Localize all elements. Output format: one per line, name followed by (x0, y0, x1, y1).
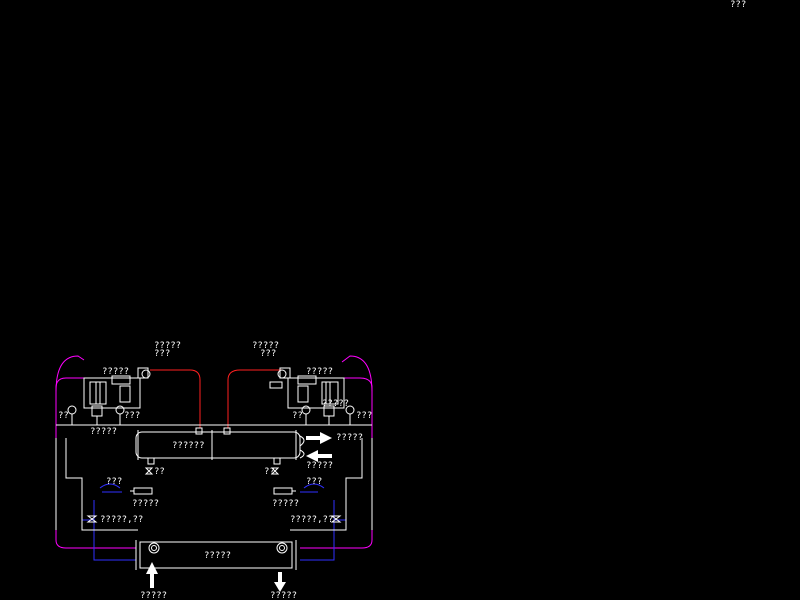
left-gauge-label-a: ?? (58, 411, 69, 421)
left-expansion-valve (86, 515, 98, 523)
right-dryer-label: ????? (272, 499, 299, 509)
water-out-lower-label: ????? (270, 591, 297, 600)
water-in-arrow-lower (146, 562, 158, 588)
liquid-connect-right (303, 483, 346, 521)
liquid-line-right (300, 491, 335, 561)
right-valve-label: ?? (264, 467, 275, 477)
water-in-arrow-upper (306, 450, 332, 462)
right-comp-label-a: ????? (252, 341, 279, 351)
right-gauge-label-b: ??? (356, 411, 372, 421)
discharge-line-right (227, 369, 282, 428)
right-filter-label: ????? (322, 399, 349, 409)
right-comp-label-b: ??? (260, 349, 276, 359)
water-out-upper-label: ????? (336, 433, 363, 443)
water-out-arrow-upper (306, 432, 332, 444)
evaporator-shell (135, 540, 297, 570)
left-valve-label: ?? (154, 467, 165, 477)
left-comp-label-a: ????? (154, 341, 181, 351)
condenser-label: ?????? (172, 441, 205, 451)
water-in-upper-label: ????? (306, 461, 333, 471)
condenser-shell (135, 427, 305, 465)
left-filter-label: ????? (90, 427, 117, 437)
evaporator-label: ????? (204, 551, 231, 561)
right-compressor (269, 367, 345, 409)
title-tag: ??? (730, 0, 747, 10)
suction-top-right (341, 355, 373, 393)
left-comp-label-b: ??? (154, 349, 170, 359)
left-filter-dryer (133, 487, 153, 495)
right-expansion-valve (330, 515, 342, 523)
flow-arrows (146, 432, 332, 592)
left-gauge-label-b: ??? (124, 411, 140, 421)
water-in-lower-label: ????? (140, 591, 167, 600)
suction-top-left (55, 355, 85, 393)
right-expansion-label: ?????,?? (290, 515, 333, 525)
right-comp-name: ????? (306, 367, 333, 377)
left-sight-label: ??? (106, 477, 122, 487)
left-pressure-gauge-a (67, 405, 77, 415)
liquid-line-left (93, 491, 136, 561)
right-filter-dryer (273, 487, 293, 495)
right-pressure-gauge-a (301, 405, 311, 415)
left-pressure-gauge-b (115, 405, 125, 415)
liquid-connect-left (82, 483, 121, 521)
left-comp-name: ????? (102, 367, 129, 377)
left-dryer-label: ????? (132, 499, 159, 509)
water-out-arrow-lower (274, 572, 286, 592)
left-compressor (83, 367, 151, 409)
left-expansion-label: ?????,?? (100, 515, 143, 525)
right-sight-label: ??? (306, 477, 322, 487)
equipment (55, 367, 373, 570)
discharge-line-left (150, 369, 201, 428)
right-gauge-label-a: ?? (292, 411, 303, 421)
